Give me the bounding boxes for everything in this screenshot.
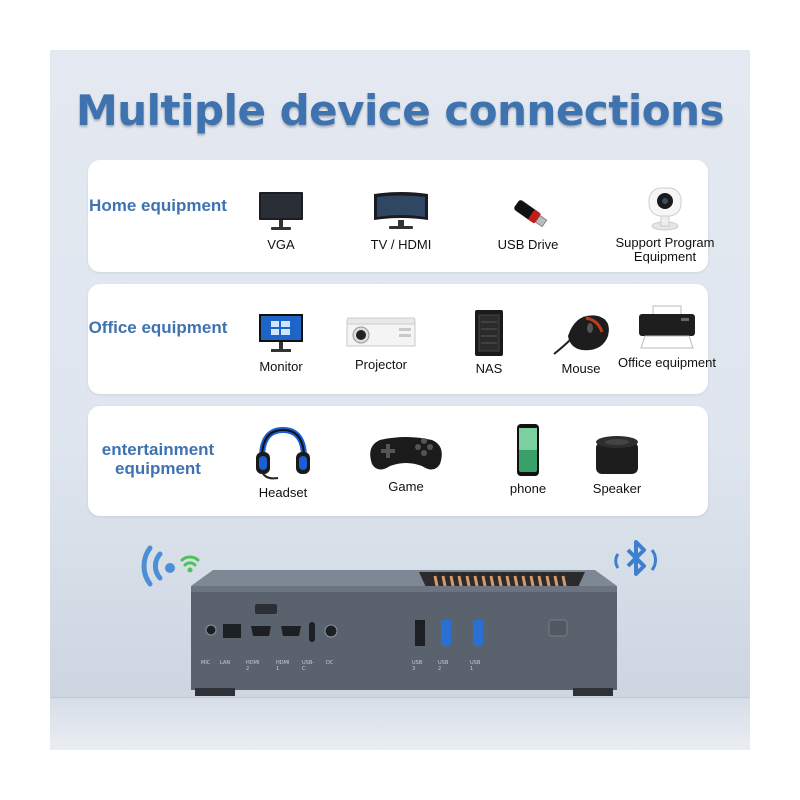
port-label: USB 2 (438, 660, 449, 672)
port-label: USB 3 (412, 660, 423, 672)
item-headset: Headset (228, 424, 338, 500)
category-label: entertainment equipment (101, 440, 215, 478)
table-surface (50, 697, 750, 750)
port-label: DC (326, 660, 334, 666)
item-label: Headset (258, 485, 308, 500)
port-label: USB-C (302, 660, 315, 672)
usb-drive-icon (514, 200, 548, 228)
item-mouse: Mouse (526, 310, 636, 376)
item-game: Game (351, 432, 461, 494)
panel-entertainment-equipment: entertainment equipment Headset (88, 406, 708, 516)
item-label: Speaker (592, 481, 642, 496)
mouse-icon (553, 315, 609, 355)
printer-icon (639, 305, 695, 349)
item-label: Game (388, 479, 424, 494)
windows-monitor-icon (259, 314, 303, 352)
product-banner: Multiple device connections Home equipme… (50, 50, 750, 750)
item-label: Office equipment (617, 355, 717, 370)
mini-pc-device (191, 570, 617, 696)
item-nas: NAS (434, 308, 544, 376)
power-button-icon[interactable] (549, 624, 565, 638)
item-office-equipment: Office equipment (612, 304, 722, 370)
port-label: LAN (220, 660, 231, 666)
item-support-program-equipment: Support Program Equipment (600, 184, 730, 264)
item-label: VGA (267, 237, 295, 252)
panel-home-equipment: Home equipment VGA TV / HDMI (88, 160, 715, 272)
port-label: USB 1 (470, 660, 481, 672)
monitor-icon (259, 192, 303, 230)
item-label: Support Program Equipment (615, 235, 715, 264)
item-monitor: Monitor (226, 312, 336, 374)
item-speaker: Speaker (562, 434, 672, 496)
headset-icon (256, 426, 310, 480)
port-label: MIC (201, 660, 211, 666)
item-label: USB Drive (497, 237, 559, 252)
item-projector: Projector (326, 314, 436, 372)
item-label: Projector (354, 357, 408, 372)
item-tv-hdmi: TV / HDMI (346, 190, 456, 252)
gamepad-icon (370, 437, 442, 470)
bluetooth-icon (614, 540, 657, 576)
item-phone: phone (473, 422, 583, 496)
banner-title: Multiple device connections (75, 86, 725, 135)
nas-icon (475, 310, 503, 356)
projector-icon (346, 317, 416, 347)
port-label: HDMI 1 (276, 660, 290, 672)
item-usb-drive: USB Drive (473, 190, 583, 252)
smartphone-icon (517, 424, 539, 476)
panel-office-equipment: Office equipment Monitor (88, 284, 716, 394)
port-label: HDMI 2 (246, 660, 260, 672)
category-label: Office equipment (88, 318, 228, 337)
wifi-icon (141, 545, 200, 587)
item-label: Monitor (259, 359, 303, 374)
category-label: Home equipment (89, 196, 227, 215)
speaker-icon (596, 436, 638, 474)
item-vga: VGA (226, 190, 336, 252)
item-label: NAS (475, 361, 503, 376)
item-label: Mouse (561, 361, 601, 376)
item-label: TV / HDMI (370, 237, 432, 252)
security-camera-icon (648, 187, 682, 231)
curved-tv-icon (374, 192, 428, 229)
item-label: phone (509, 481, 547, 496)
